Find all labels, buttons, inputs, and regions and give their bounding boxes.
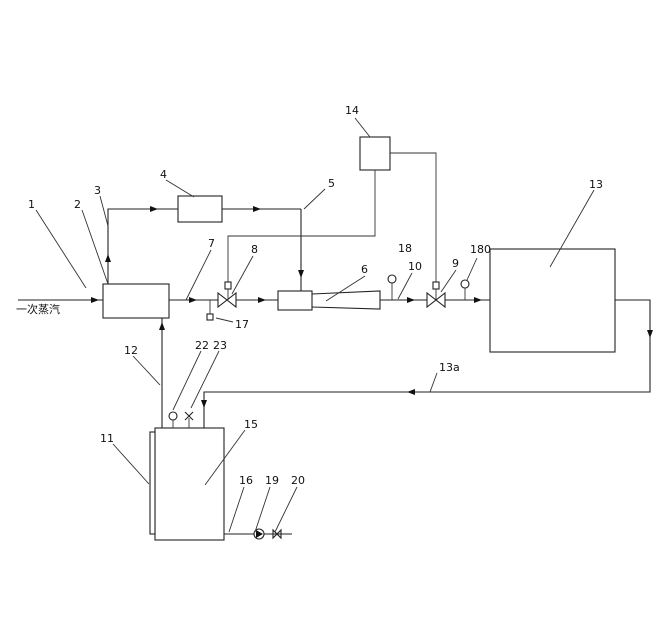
component-6-ejector-diffuser [311,290,381,310]
label-22: 22 [195,339,209,352]
leader-lines [35,117,595,533]
flow-arrow [258,297,266,303]
signal-14-to-valve-9 [390,152,437,286]
device-17 [206,300,214,321]
valve-20 [272,528,282,540]
pump-19 [253,528,265,540]
flow-arrow [407,389,415,395]
gauge-180 [460,279,470,300]
flow-arrow [105,254,111,262]
label-7: 7 [208,237,215,250]
label-8: 8 [251,243,258,256]
flow-arrow [253,206,261,212]
component-2-box [102,283,170,319]
label-2: 2 [74,198,81,211]
label-14: 14 [345,104,359,117]
label-19: 19 [265,474,279,487]
label-20: 20 [291,474,305,487]
instrument-22 [168,411,178,428]
label-3: 3 [94,184,101,197]
flow-arrow [201,400,207,408]
flow-arrow [647,330,653,338]
flow-arrow [189,297,197,303]
label-13a: 13a [439,361,460,374]
component-13-tank [489,248,616,353]
component-11-jacket [149,431,156,535]
component-4-box [177,195,223,223]
component-14-box [359,136,391,171]
label-23: 23 [213,339,227,352]
flow-arrow [298,270,304,278]
flow-arrow [150,206,158,212]
label-4: 4 [160,168,167,181]
label-10: 10 [408,260,422,273]
label-17: 17 [235,318,249,331]
label-12: 12 [124,344,138,357]
flow-arrow [91,297,99,303]
label-9: 9 [452,257,459,270]
flow-arrow [407,297,415,303]
label-5: 5 [328,177,335,190]
component-15-tank [154,427,225,541]
label-1: 1 [28,198,35,211]
signal-14-to-valve-8 [227,170,376,286]
gauge-18 [387,274,397,300]
label-11: 11 [100,432,114,445]
label-16: 16 [239,474,253,487]
component-6-ejector-body [277,290,313,311]
flow-arrow [474,297,482,303]
label-180: 180 [470,243,491,256]
branch-line-3 [107,208,178,284]
inlet-text: 一次蒸汽 [16,302,60,316]
valve-8 [217,281,237,309]
valve-9 [426,281,446,309]
instrument-23 [184,411,194,428]
flow-arrow [159,322,165,330]
label-13: 13 [589,178,603,191]
label-18: 18 [398,242,412,255]
label-6: 6 [361,263,368,276]
label-15: 15 [244,418,258,431]
